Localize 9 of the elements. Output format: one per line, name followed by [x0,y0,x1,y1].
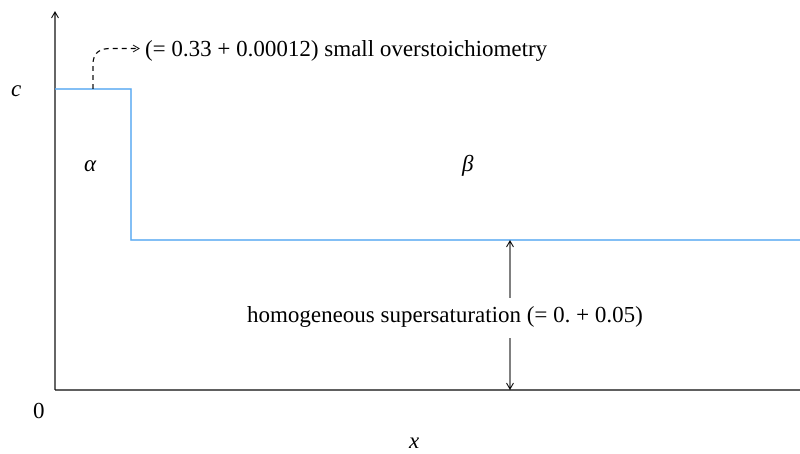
leader-line [92,44,140,89]
dimension-label: homogeneous supersaturation (= 0. + 0.05) [247,303,643,326]
axis-label: c [11,77,22,100]
axis-tick-label: 0 [33,399,44,422]
annotation-text: (= 0.33 + 0.00012) small overstoichiometry [145,37,548,60]
phase-label: β [462,152,474,175]
axis-label: x [409,429,420,452]
phase-label: α [84,152,96,175]
concentration-profile-line [55,88,800,241]
